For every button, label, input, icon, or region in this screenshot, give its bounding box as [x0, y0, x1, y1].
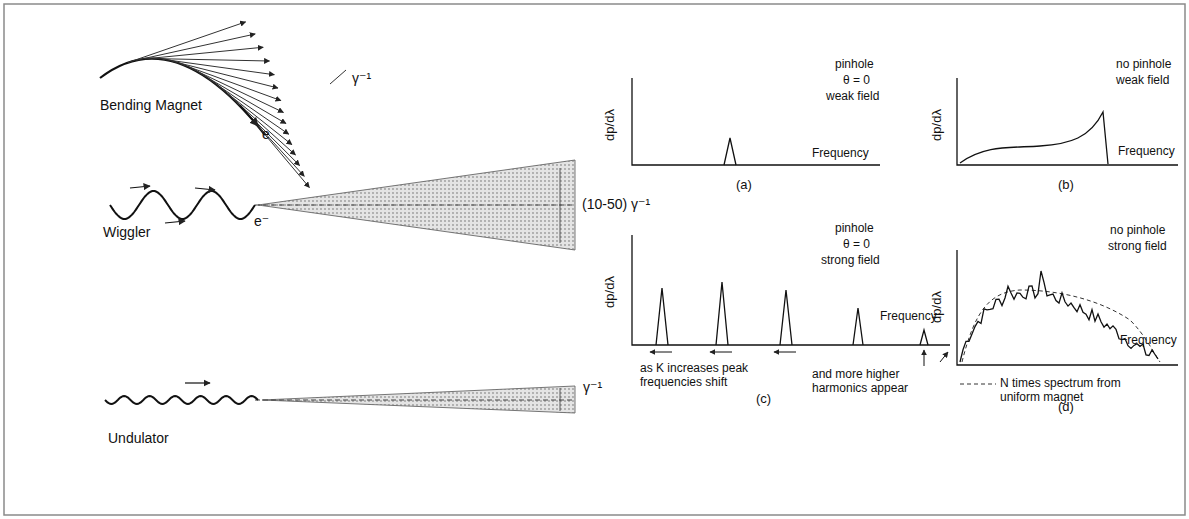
spectrum-curve [960, 112, 1108, 164]
shift-arrow [774, 352, 796, 353]
part-name: Wiggler [103, 224, 150, 240]
plot-label: strong field [821, 254, 880, 268]
motion-arrow [195, 188, 215, 190]
axes [632, 235, 950, 345]
frame [4, 4, 1185, 515]
plot-label: (a) [736, 178, 752, 193]
axis-label: dp/dλ [930, 109, 945, 141]
plot-label: weak field [826, 90, 879, 104]
electron-label: e⁻ [254, 213, 269, 229]
plot-label: no pinhole [1110, 224, 1165, 238]
undulator-path [105, 396, 258, 404]
plot-label: (c) [756, 392, 771, 407]
motion-arrow [130, 186, 150, 188]
plot-label: weak field [1116, 74, 1169, 88]
harmonic-arrow [924, 350, 925, 366]
motion-arrow [185, 382, 210, 383]
uniform-magnet-curve [962, 290, 1160, 362]
plot-label: pinhole [835, 58, 874, 72]
plot-label: Frequency [812, 147, 869, 161]
radiation-ray [127, 22, 245, 63]
part-name: Bending Magnet [100, 97, 202, 113]
axis-line [255, 205, 575, 206]
radiation-ray [208, 79, 289, 135]
motion-arrow [165, 221, 185, 223]
angle-leader [330, 70, 346, 84]
plot-label: θ = 0 [843, 238, 870, 252]
plot-label: (b) [1058, 178, 1074, 193]
radiation-ray [199, 73, 286, 124]
plot-label: Frequency [880, 310, 937, 324]
part-name: Undulator [108, 430, 169, 446]
shift-arrow [650, 352, 672, 353]
cone-width-mark [560, 168, 561, 243]
plot-label: as K increases peak frequencies shift [640, 362, 775, 390]
plot-label: N times spectrum from uniform magnet [1000, 377, 1160, 405]
spectral-peak [724, 138, 736, 165]
legend-sample [960, 384, 996, 385]
plot-label: Frequency [1120, 334, 1177, 348]
angle-label: γ⁻¹ [583, 379, 602, 395]
spectrum-curve [960, 271, 1158, 362]
plot-label: and more higher harmonics appear [812, 368, 922, 396]
harmonic-arrow [940, 352, 948, 362]
radiation-ray [190, 68, 284, 113]
axis-label: dp/dλ [603, 276, 618, 308]
electron-label: e [262, 126, 270, 142]
axes [957, 78, 1178, 165]
plot-label: strong field [1108, 240, 1167, 254]
axes [632, 78, 880, 165]
electron-arrow [240, 105, 258, 126]
shift-arrow [710, 352, 732, 353]
wiggler-path [110, 191, 255, 219]
plot-label: Frequency [1118, 145, 1175, 159]
plot-label: no pinhole [1116, 58, 1171, 72]
radiation-ray [145, 47, 263, 59]
axis-line [255, 400, 575, 401]
axes [957, 250, 1178, 365]
axis-label: dp/dλ [930, 291, 945, 323]
plot-label: (d) [1058, 400, 1074, 415]
plot-label: pinhole [835, 222, 874, 236]
angle-label: (10-50) γ⁻¹ [582, 196, 650, 212]
cone-width-mark [560, 388, 561, 411]
plot-label: θ = 0 [843, 74, 870, 88]
radiation-ray [180, 64, 280, 101]
angle-label: γ⁻¹ [352, 70, 371, 86]
axis-label: dp/dλ [603, 109, 618, 141]
radiation-ray [136, 34, 255, 60]
radiation-ray [237, 103, 300, 166]
radiation-ray [256, 124, 309, 188]
